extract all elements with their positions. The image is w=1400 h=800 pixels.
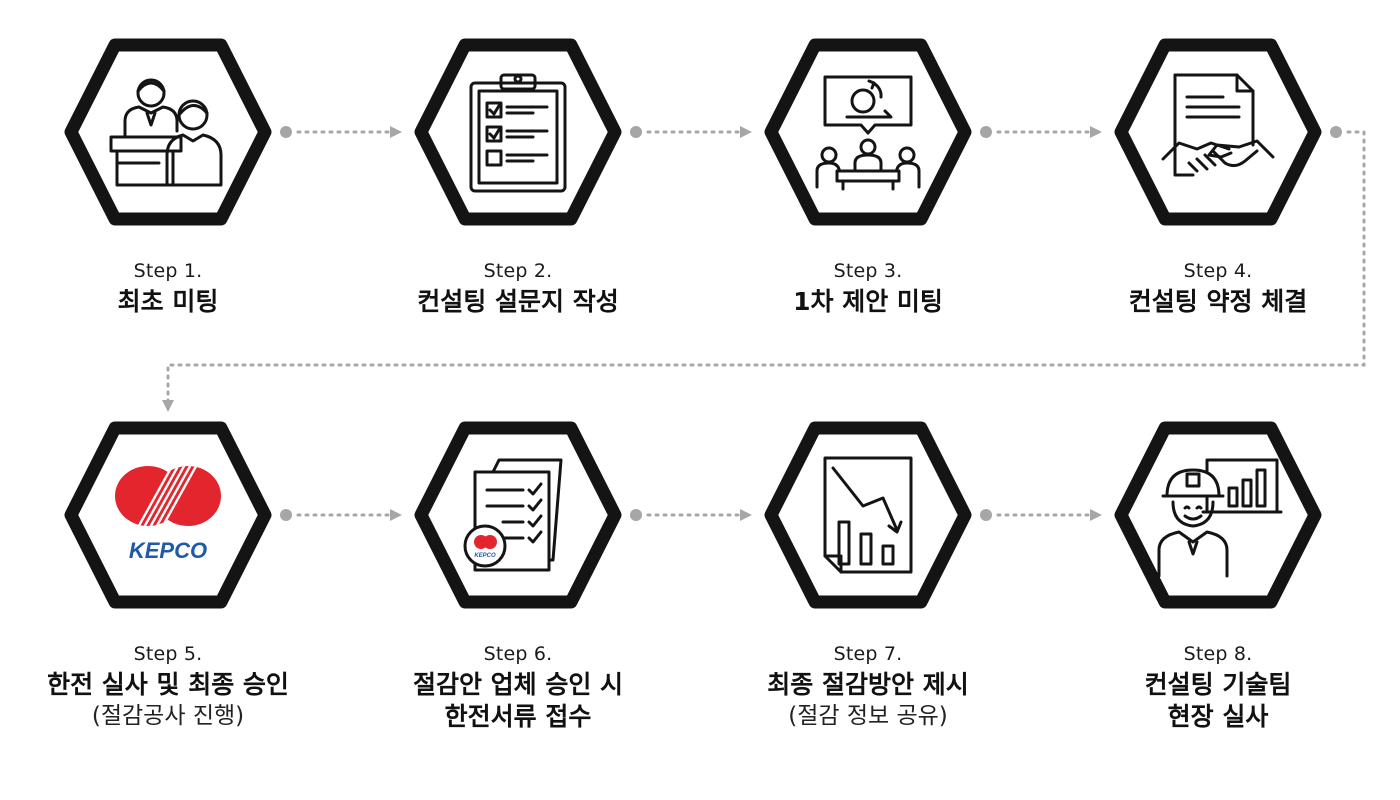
- step-8-subtitle: 현장 실사: [1167, 702, 1269, 731]
- step-5-hexagon: KEPCO: [63, 420, 273, 610]
- step-7-number: Step 7.: [833, 643, 903, 665]
- step-4-title: 컨설팅 약정 체결: [1128, 287, 1308, 316]
- step-4-label: Step 4. 컨설팅 약정 체결: [1068, 260, 1368, 318]
- step-6-title: 절감안 업체 승인 시: [412, 670, 624, 699]
- step-1-hexagon: [63, 37, 273, 227]
- kepco-logo: KEPCO: [115, 466, 221, 563]
- clipboard-checklist-icon: [469, 73, 567, 193]
- step-7-hexagon: [763, 420, 973, 610]
- step-1-label: Step 1. 최초 미팅: [18, 260, 318, 318]
- step-2-label: Step 2. 컨설팅 설문지 작성: [368, 260, 668, 318]
- step-3-title: 1차 제안 미팅: [793, 287, 943, 316]
- step-8-hexagon: [1113, 420, 1323, 610]
- documents-approved-icon: KEPCO: [463, 458, 563, 572]
- step-8-title: 컨설팅 기술팀: [1144, 670, 1292, 699]
- team-meeting-icon: [815, 75, 921, 191]
- step-3-hexagon: [763, 37, 973, 227]
- kepco-stamp-text: KEPCO: [474, 553, 496, 559]
- engineer-dashboard-icon: [1157, 458, 1283, 578]
- step-7-subtitle: (절감 정보 공유): [788, 703, 948, 729]
- kepco-wordmark: KEPCO: [129, 538, 207, 563]
- step-4-number: Step 4.: [1183, 260, 1253, 282]
- step-2-number: Step 2.: [483, 260, 553, 282]
- step-5-label: Step 5. 한전 실사 및 최종 승인 (절감공사 진행): [18, 643, 318, 731]
- step-6-subtitle: 한전서류 접수: [444, 702, 592, 731]
- contract-handshake-icon: [1161, 73, 1275, 177]
- step-4-hexagon: [1113, 37, 1323, 227]
- step-6-label: Step 6. 절감안 업체 승인 시 한전서류 접수: [368, 643, 668, 733]
- step-7-title: 최종 절감방안 제시: [767, 670, 969, 699]
- step-5-title: 한전 실사 및 최종 승인: [47, 670, 289, 699]
- step-3-number: Step 3.: [833, 260, 903, 282]
- step-7-label: Step 7. 최종 절감방안 제시 (절감 정보 공유): [718, 643, 1018, 731]
- step-8-number: Step 8.: [1183, 643, 1253, 665]
- step-8-label: Step 8. 컨설팅 기술팀 현장 실사: [1068, 643, 1368, 733]
- step-6-number: Step 6.: [483, 643, 553, 665]
- step-5-number: Step 5.: [133, 643, 203, 665]
- step-2-hexagon: [413, 37, 623, 227]
- step-1-title: 최초 미팅: [117, 287, 219, 316]
- step-5-subtitle: (절감공사 진행): [91, 703, 245, 729]
- step-2-title: 컨설팅 설문지 작성: [417, 287, 619, 316]
- meeting-presentation-icon: [109, 78, 223, 187]
- step-1-number: Step 1.: [133, 260, 203, 282]
- step-6-hexagon: KEPCO: [413, 420, 623, 610]
- step-3-label: Step 3. 1차 제안 미팅: [718, 260, 1018, 318]
- decreasing-chart-document-icon: [823, 456, 913, 574]
